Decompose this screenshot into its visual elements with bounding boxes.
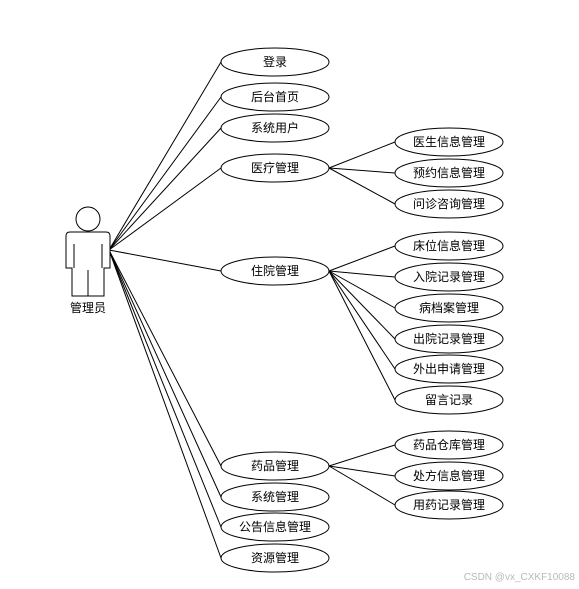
line-inpatient-admission-record — [328, 270, 396, 278]
use-case-notice-info-shape — [220, 512, 330, 542]
use-case-medication-record-shape — [394, 490, 504, 520]
line-inpatient-discharge-record — [328, 270, 396, 340]
use-case-resource-mgmt-label: 资源管理 — [251, 550, 299, 565]
use-case-consultation: 问诊咨询管理 — [394, 189, 504, 219]
use-case-admission-record-label: 入院记录管理 — [413, 269, 485, 284]
use-case-medication-record-label: 用药记录管理 — [413, 497, 485, 512]
use-case-backend-home-label: 后台首页 — [251, 89, 299, 104]
use-case-prescription-info: 处方信息管理 — [394, 461, 504, 491]
line-actor-medical — [108, 167, 222, 251]
use-case-drug-label: 药品管理 — [251, 458, 299, 473]
use-case-admission-record: 入院记录管理 — [394, 262, 504, 292]
use-case-resource-mgmt-shape — [220, 543, 330, 573]
person-icon — [65, 206, 111, 297]
use-case-login: 登录 — [220, 47, 330, 77]
use-case-system-mgmt-shape — [220, 482, 330, 512]
use-case-system-users-shape — [220, 113, 330, 143]
line-inpatient-medical-records — [328, 270, 396, 309]
line-actor-inpatient — [108, 249, 222, 272]
use-case-medical-label: 医疗管理 — [251, 160, 299, 175]
connection-lines — [108, 61, 396, 559]
use-case-notice-info-label: 公告信息管理 — [239, 519, 311, 534]
use-case-doctor-info: 医生信息管理 — [394, 127, 504, 157]
use-case-bed-info-label: 床位信息管理 — [413, 238, 485, 253]
use-case-consultation-label: 问诊咨询管理 — [413, 196, 485, 211]
use-case-medication-record: 用药记录管理 — [394, 490, 504, 520]
line-medical-appointment-info — [328, 167, 396, 174]
use-case-inpatient: 住院管理 — [220, 256, 330, 286]
line-actor-notice-info — [108, 249, 222, 528]
use-case-system-users-label: 系统用户 — [251, 120, 299, 135]
use-case-prescription-info-label: 处方信息管理 — [413, 468, 485, 483]
use-case-medical-records: 病档案管理 — [394, 293, 504, 323]
use-case-discharge-record-label: 出院记录管理 — [413, 331, 485, 346]
use-case-prescription-info-shape — [394, 461, 504, 491]
line-inpatient-bed-info — [328, 245, 396, 272]
actor: 管理员 — [65, 206, 111, 315]
use-case-system-mgmt-label: 系统管理 — [251, 489, 299, 504]
use-case-notice-info: 公告信息管理 — [220, 512, 330, 542]
use-case-backend-home: 后台首页 — [220, 82, 330, 112]
use-case-outing-request-label: 外出申请管理 — [413, 361, 485, 376]
use-case-drug-warehouse-shape — [394, 430, 504, 460]
use-case-backend-home-shape — [220, 82, 330, 112]
line-medical-consultation — [328, 167, 396, 205]
use-case-appointment-info: 预约信息管理 — [394, 158, 504, 188]
use-case-login-shape — [220, 47, 330, 77]
line-drug-drug-warehouse — [328, 444, 396, 467]
line-inpatient-outing-request — [328, 270, 396, 370]
use-case-drug: 药品管理 — [220, 451, 330, 481]
line-actor-backend-home — [108, 96, 222, 251]
line-drug-medication-record — [328, 465, 396, 506]
use-case-admission-record-shape — [394, 262, 504, 292]
line-actor-system-mgmt — [108, 249, 222, 498]
use-case-doctor-info-shape — [394, 127, 504, 157]
line-inpatient-message-record — [328, 270, 396, 401]
use-case-bed-info-shape — [394, 231, 504, 261]
use-case-drug-warehouse: 药品仓库管理 — [394, 430, 504, 460]
actor-label: 管理员 — [70, 300, 106, 315]
use-case-discharge-record: 出院记录管理 — [394, 324, 504, 354]
use-case-drug-shape — [220, 451, 330, 481]
use-case-bed-info: 床位信息管理 — [394, 231, 504, 261]
use-case-resource-mgmt: 资源管理 — [220, 543, 330, 573]
watermark: CSDN @vx_CXKF10088 — [463, 572, 575, 583]
use-case-system-users: 系统用户 — [220, 113, 330, 143]
use-case-message-record-shape — [394, 385, 504, 415]
use-case-medical-shape — [220, 153, 330, 183]
line-medical-doctor-info — [328, 141, 396, 169]
line-actor-resource-mgmt — [108, 249, 222, 559]
use-case-outing-request: 外出申请管理 — [394, 354, 504, 384]
use-case-inpatient-shape — [220, 256, 330, 286]
use-case-doctor-info-label: 医生信息管理 — [413, 134, 485, 149]
use-case-message-record-label: 留言记录 — [425, 393, 473, 407]
use-case-outing-request-shape — [394, 354, 504, 384]
use-case-medical-records-shape — [394, 293, 504, 323]
use-case-inpatient-label: 住院管理 — [251, 263, 299, 278]
line-actor-login — [108, 61, 222, 251]
use-case-system-mgmt: 系统管理 — [220, 482, 330, 512]
use-case-appointment-info-label: 预约信息管理 — [413, 165, 485, 180]
line-drug-prescription-info — [328, 465, 396, 477]
use-case-appointment-info-shape — [394, 158, 504, 188]
use-case-message-record: 留言记录 — [394, 385, 504, 415]
use-case-consultation-shape — [394, 189, 504, 219]
use-case-medical: 医疗管理 — [220, 153, 330, 183]
line-actor-system-users — [108, 127, 222, 251]
use-case-medical-records-label: 病档案管理 — [419, 300, 479, 315]
use-case-drug-warehouse-label: 药品仓库管理 — [413, 437, 485, 452]
use-case-discharge-record-shape — [394, 324, 504, 354]
use-case-login-label: 登录 — [263, 54, 287, 69]
line-actor-drug — [108, 249, 222, 467]
